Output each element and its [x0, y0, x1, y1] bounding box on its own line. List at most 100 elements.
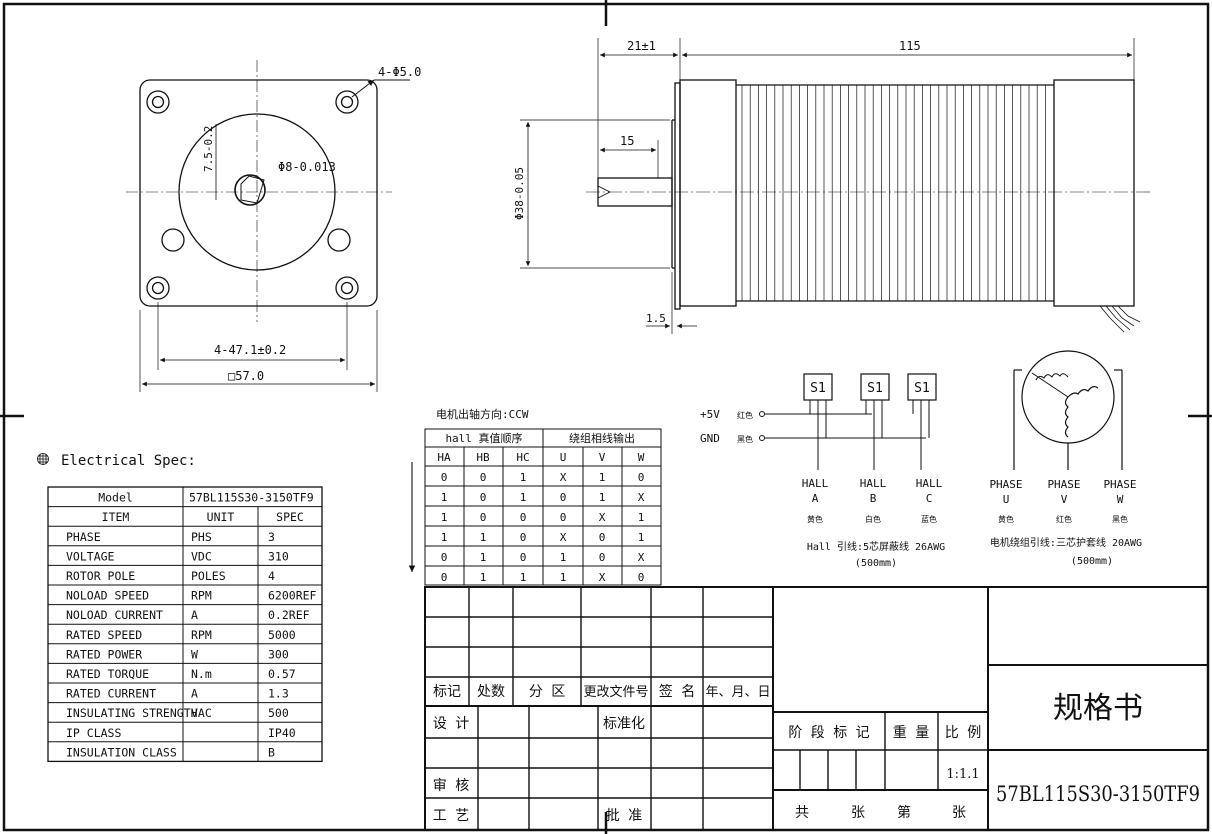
- spec-model-value: 57BL115S30-3150TF9: [189, 491, 314, 505]
- spec-col-header: ITEM: [102, 510, 130, 524]
- spec-value: 310: [268, 549, 289, 563]
- sequence-cell: 1: [520, 571, 527, 584]
- sequence-cell: 1: [560, 551, 567, 564]
- spec-value: 6200REF: [268, 589, 317, 603]
- spec-item: RATED CURRENT: [66, 687, 156, 701]
- grid-icon: [37, 453, 49, 465]
- hall-a-color: 黄色: [807, 514, 823, 524]
- sequence-cell: X: [638, 551, 645, 564]
- spec-item: RATED SPEED: [66, 628, 142, 642]
- spec-unit: VAC: [191, 706, 212, 720]
- sequence-cell: 0: [599, 531, 606, 544]
- scale-label: 比 例: [945, 725, 981, 741]
- sheets-total-unit: 张: [851, 805, 865, 821]
- sequence-cell: 1: [638, 511, 645, 524]
- design-label: 设 计: [433, 716, 469, 732]
- document-title: 规格书: [1053, 691, 1143, 726]
- sheets-total-label: 共: [795, 805, 809, 821]
- bolt-pitch-dimension: 4-47.1±0.2: [214, 343, 286, 357]
- hall-sequence-header: hall 真值顺序: [445, 431, 522, 445]
- stage-mark-label: 阶 段 标 记: [788, 725, 869, 741]
- spec-col-header: SPEC: [276, 510, 304, 524]
- rev-header-mark: 标记: [433, 684, 461, 700]
- sequence-col-header: W: [638, 451, 645, 464]
- front-view: [126, 60, 410, 392]
- sequence-cell: X: [599, 511, 606, 524]
- shaft-diameter-callout: Φ8-0.013: [278, 160, 336, 174]
- sequence-cell: 1: [480, 531, 487, 544]
- spec-unit: N.m: [191, 667, 212, 681]
- sequence-col-header: HC: [516, 451, 529, 464]
- sequence-col-header: HA: [437, 451, 451, 464]
- scale-value: 1:1.1: [946, 767, 979, 782]
- sequence-cell: X: [560, 531, 567, 544]
- hall-c-color: 蓝色: [921, 514, 937, 524]
- sequence-cell: 0: [599, 551, 606, 564]
- sequence-cell: 0: [480, 511, 487, 524]
- sequence-cell: 1: [638, 531, 645, 544]
- spec-value: 0.2REF: [268, 608, 310, 622]
- hall-b-letter: B: [870, 492, 877, 505]
- title-block-grid: [424, 586, 1209, 831]
- phase-u-color: 黄色: [998, 514, 1014, 524]
- spec-value: 0.57: [268, 667, 296, 681]
- phase-u-label: PHASE: [989, 478, 1022, 491]
- spec-value: 4: [268, 569, 275, 583]
- spec-item: ROTOR POLE: [66, 569, 135, 583]
- sheet-number-unit: 张: [952, 805, 966, 821]
- spec-item: RATED TORQUE: [66, 667, 149, 681]
- spec-item: RATED POWER: [66, 647, 142, 661]
- sequence-cell: 1: [520, 491, 527, 504]
- sequence-cell: 0: [560, 491, 567, 504]
- rev-header-count: 处数: [477, 684, 505, 700]
- spec-value: 5000: [268, 628, 296, 642]
- sequence-cell: 0: [480, 491, 487, 504]
- sequence-cell: 0: [520, 551, 527, 564]
- spec-unit: W: [191, 647, 198, 661]
- spec-item: INSULATION CLASS: [66, 745, 177, 759]
- hole-callout: 4-Φ5.0: [378, 65, 421, 79]
- spec-unit: RPM: [191, 589, 212, 603]
- sequence-cell: 1: [441, 491, 448, 504]
- sequence-cell: 1: [520, 471, 527, 484]
- hall-c-letter: C: [926, 492, 933, 505]
- sequence-col-header: U: [560, 451, 567, 464]
- review-label: 审 核: [433, 778, 469, 794]
- phase-v-letter: V: [1061, 493, 1068, 506]
- hall-b-label: HALL: [860, 477, 887, 490]
- sequence-cell: 0: [638, 571, 645, 584]
- sequence-cell: 1: [560, 571, 567, 584]
- sequence-cell: 0: [520, 531, 527, 544]
- rotation-direction-note: 电机出轴方向:CCW: [436, 407, 529, 421]
- hall-a-label: HALL: [802, 477, 829, 490]
- sequence-cell: 0: [441, 571, 448, 584]
- rev-header-change-doc: 更改文件号: [583, 685, 648, 700]
- sequence-cell: 1: [599, 471, 606, 484]
- hall-wire-note: Hall 引线:5芯屏蔽线 26AWG: [807, 540, 945, 553]
- spec-value: IP40: [268, 726, 296, 740]
- spec-item: VOLTAGE: [66, 549, 115, 563]
- rev-header-date: 年、月、日: [705, 685, 770, 700]
- hall-sensor-c: S1: [914, 381, 930, 396]
- body-length-dimension: 115: [899, 39, 921, 53]
- sequence-cell: 0: [480, 471, 487, 484]
- cooling-fins: [741, 85, 1046, 301]
- sequence-cell: X: [638, 491, 645, 504]
- sequence-cell: 0: [520, 511, 527, 524]
- sequence-cell: 1: [480, 571, 487, 584]
- spec-value: 1.3: [268, 687, 289, 701]
- hall-a-letter: A: [812, 492, 819, 505]
- spec-item: IP CLASS: [66, 726, 121, 740]
- hall-b-color: 白色: [865, 514, 881, 524]
- shaft-length-dimension: 21±1: [627, 39, 656, 53]
- phase-w-letter: W: [1117, 493, 1124, 506]
- flange-thickness-dimension: 1.5: [646, 312, 666, 325]
- phase-v-color: 红色: [1056, 514, 1072, 524]
- rev-header-zone: 分 区: [529, 684, 565, 700]
- sequence-cell: 0: [441, 551, 448, 564]
- shaft-flat-callout: 7.5-0.2: [202, 126, 215, 172]
